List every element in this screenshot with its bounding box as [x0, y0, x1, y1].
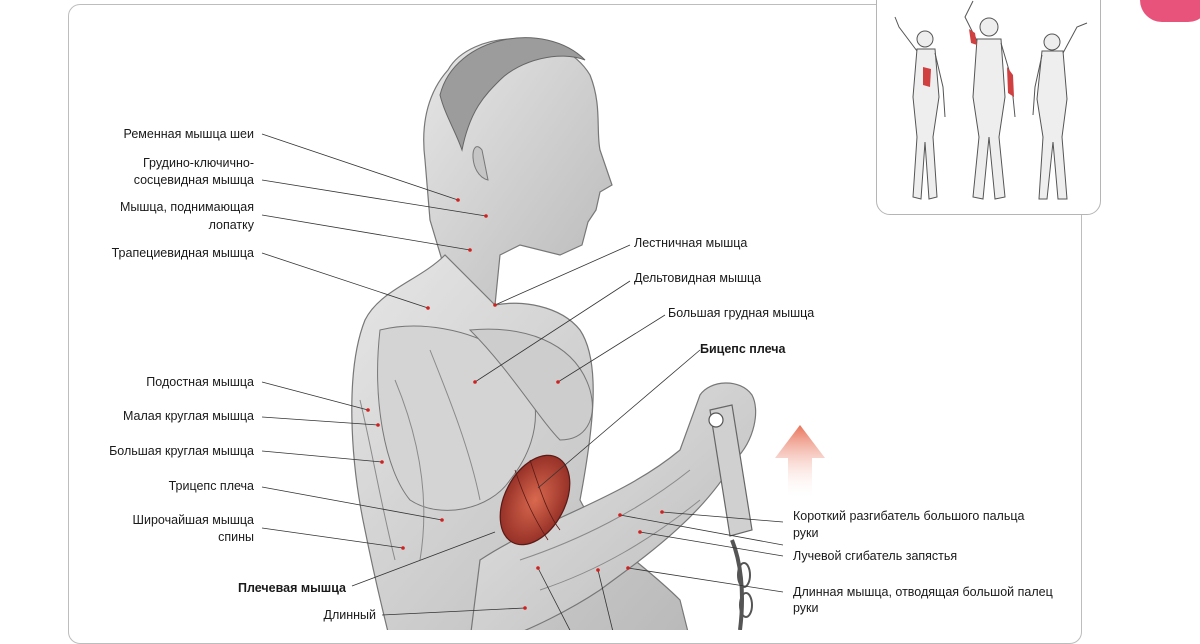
label-brachialis: Плечевая мышца	[238, 581, 346, 595]
inset-highlight-2	[969, 29, 977, 45]
inset-highlight-1	[923, 67, 931, 87]
leader-lines	[261, 133, 784, 630]
cable-handle	[708, 404, 753, 630]
label-long: Длинный	[323, 608, 376, 622]
label-pectoralis: Большая грудная мышца	[668, 306, 815, 320]
label-abductor-line1: Длинная мышца, отводящая большой палец	[793, 585, 1053, 599]
label-levator-line2: лопатку	[208, 218, 254, 232]
label-ext-pollicis-line1: Короткий разгибатель большого пальца	[793, 509, 1025, 523]
label-splenius: Ременная мышца шеи	[123, 127, 254, 141]
head-figure	[423, 37, 613, 306]
label-triceps: Трицепс плеча	[168, 479, 254, 493]
label-teres-minor: Малая круглая мышца	[122, 409, 254, 423]
label-deltoid: Дельтовидная мышца	[634, 271, 762, 285]
label-biceps: Бицепс плеча	[700, 342, 786, 356]
label-scalene: Лестничная мышца	[634, 236, 748, 250]
label-abductor-line2: руки	[793, 601, 819, 615]
anatomy-illustration	[261, 37, 825, 630]
body-views-inset	[876, 0, 1101, 215]
label-teres-major: Большая круглая мышца	[109, 444, 254, 458]
label-flexor-carpi: Лучевой сгибатель запястья	[793, 549, 958, 563]
body-views-illustration	[894, 0, 1088, 200]
label-trapezius: Трапециевидная мышца	[111, 246, 254, 260]
label-ext-pollicis-line2: руки	[793, 526, 819, 540]
corner-badge	[1140, 0, 1200, 22]
inset-highlight-3	[1007, 67, 1014, 97]
label-latissimus-line1: Широчайшая мышца	[132, 513, 254, 527]
label-infraspinatus: Подостная мышца	[146, 375, 254, 389]
label-latissimus-line2: спины	[218, 530, 254, 544]
up-arrow-icon	[775, 425, 825, 500]
label-levator-line1: Мышца, поднимающая	[119, 200, 254, 214]
label-scm-line2: сосцевидная мышца	[133, 173, 254, 187]
label-scm-line1: Грудино-ключично-	[142, 156, 254, 170]
marker-dots	[366, 198, 664, 610]
